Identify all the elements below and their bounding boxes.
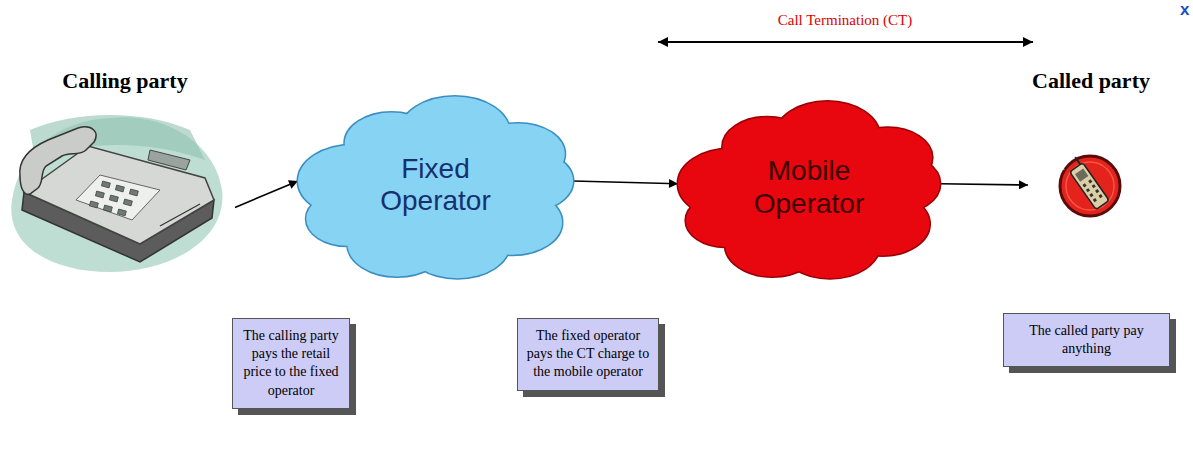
operator-name: Mobile Operator	[734, 155, 884, 219]
span-arrow	[658, 41, 1033, 43]
flow-arrow	[940, 184, 1028, 185]
mobile-phone-icon	[1060, 152, 1120, 216]
note-text: The called party pay anything	[1010, 322, 1163, 358]
operator-cloud: Fixed Operator	[298, 100, 573, 280]
span-label: Call Termination (CT)	[778, 12, 912, 29]
note-text: The fixed operator pays the CT charge to…	[524, 327, 652, 382]
note-box: The fixed operator pays the CT charge to…	[517, 318, 659, 391]
flow-arrow	[573, 181, 678, 184]
note-box: The called party pay anything	[1003, 313, 1170, 367]
close-mark: x	[1180, 0, 1189, 20]
party-name: Called party	[1032, 68, 1150, 93]
party-name: Calling party	[62, 68, 187, 93]
note-text: The calling party pays the retail price …	[239, 327, 343, 400]
operator-name: Fixed Operator	[361, 153, 511, 217]
note-box: The calling party pays the retail price …	[232, 318, 350, 409]
flow-arrow	[235, 181, 298, 207]
desk-phone	[11, 115, 222, 272]
party-heading: Called party	[1028, 68, 1154, 218]
operator-cloud: Mobile Operator	[678, 105, 940, 280]
party-heading: Calling party	[15, 68, 235, 273]
